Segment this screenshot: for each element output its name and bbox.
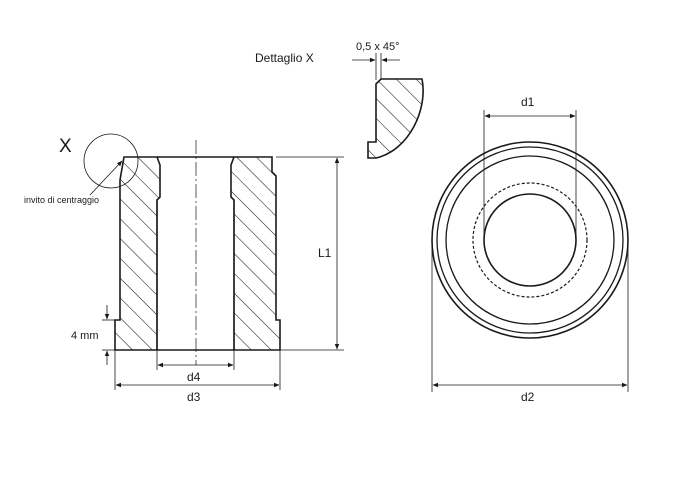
dimension-d1: d1 xyxy=(483,95,577,240)
lead-in-label: invito di centraggio xyxy=(24,195,99,205)
chamfer-dimension xyxy=(352,53,400,80)
top-view: d1 d2 xyxy=(431,95,629,404)
section-view: X invito di centraggio L1 4 mm d4 xyxy=(24,133,344,404)
dimension-l1: L1 xyxy=(276,156,344,351)
collar-circle xyxy=(445,155,615,325)
d1-label: d1 xyxy=(521,95,535,109)
d3-label: d3 xyxy=(187,390,201,404)
dimension-4mm: 4 mm xyxy=(71,305,115,365)
detail-x: Dettaglio X 0,5 x 45° xyxy=(255,41,424,159)
lead-in-circle xyxy=(472,182,588,298)
dimension-d2: d2 xyxy=(431,240,629,404)
d2-label: d2 xyxy=(521,390,535,404)
outer-ring-circle xyxy=(431,141,629,339)
dimension-d3: d3 xyxy=(114,350,281,404)
detail-section xyxy=(367,78,424,159)
d4-label: d4 xyxy=(187,370,201,384)
outer-chamfer-circle xyxy=(436,146,624,334)
chamfer-label: 0,5 x 45° xyxy=(356,41,400,53)
detail-marker: X xyxy=(59,136,72,157)
detail-circle xyxy=(83,133,139,189)
l1-label: L1 xyxy=(318,246,332,260)
bore-circle xyxy=(483,193,577,287)
detail-title: Dettaglio X xyxy=(255,51,314,65)
dimension-d4: d4 xyxy=(156,350,235,384)
right-wall xyxy=(230,156,281,351)
height-4mm-label: 4 mm xyxy=(71,330,99,342)
